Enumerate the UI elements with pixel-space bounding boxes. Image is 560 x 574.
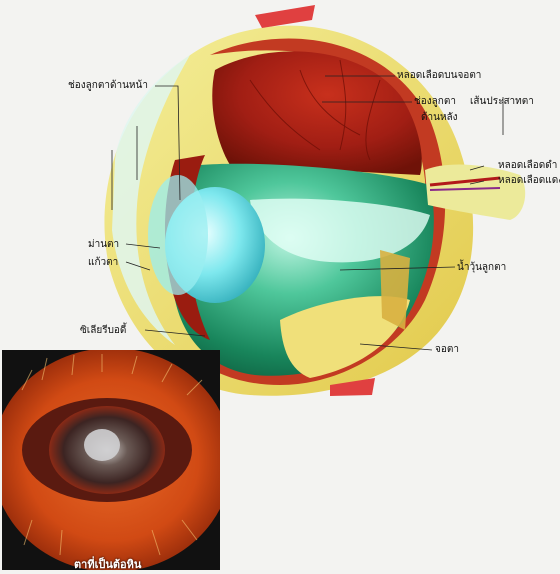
label-retinal-vessels: หลอดเลือดบนจอตา bbox=[397, 70, 481, 82]
label-cornea: แก้วตา bbox=[88, 257, 118, 269]
label-ciliary-body: ซิเลียรีบอดี้ bbox=[80, 325, 126, 337]
retina-side-flap bbox=[380, 250, 410, 330]
label-optic-nerve: เส้นประสาทตา bbox=[470, 96, 534, 108]
label-anterior-chamber: ช่องลูกตาด้านหน้า bbox=[68, 80, 148, 92]
label-retina: จอตา bbox=[435, 344, 459, 356]
glaucoma-eye-photo bbox=[2, 350, 220, 570]
label-vitreous: น้ำวุ้นลูกตา bbox=[457, 262, 506, 274]
label-vein: หลอดเลือดดำ bbox=[498, 160, 557, 172]
photo-image bbox=[2, 350, 220, 570]
label-artery: หลอดเลือดแดง bbox=[498, 175, 560, 187]
clouded-pupil bbox=[84, 429, 120, 461]
label-posterior-chamber-2: ด้านหลัง bbox=[421, 112, 458, 124]
muscle-top bbox=[255, 5, 315, 28]
label-iris: ม่านตา bbox=[88, 239, 119, 251]
photo-caption: ตาที่เป็นต้อหิน bbox=[74, 555, 141, 573]
label-posterior-chamber-1: ช่องลูกตา bbox=[414, 96, 456, 108]
cornea-bulge bbox=[148, 175, 208, 295]
